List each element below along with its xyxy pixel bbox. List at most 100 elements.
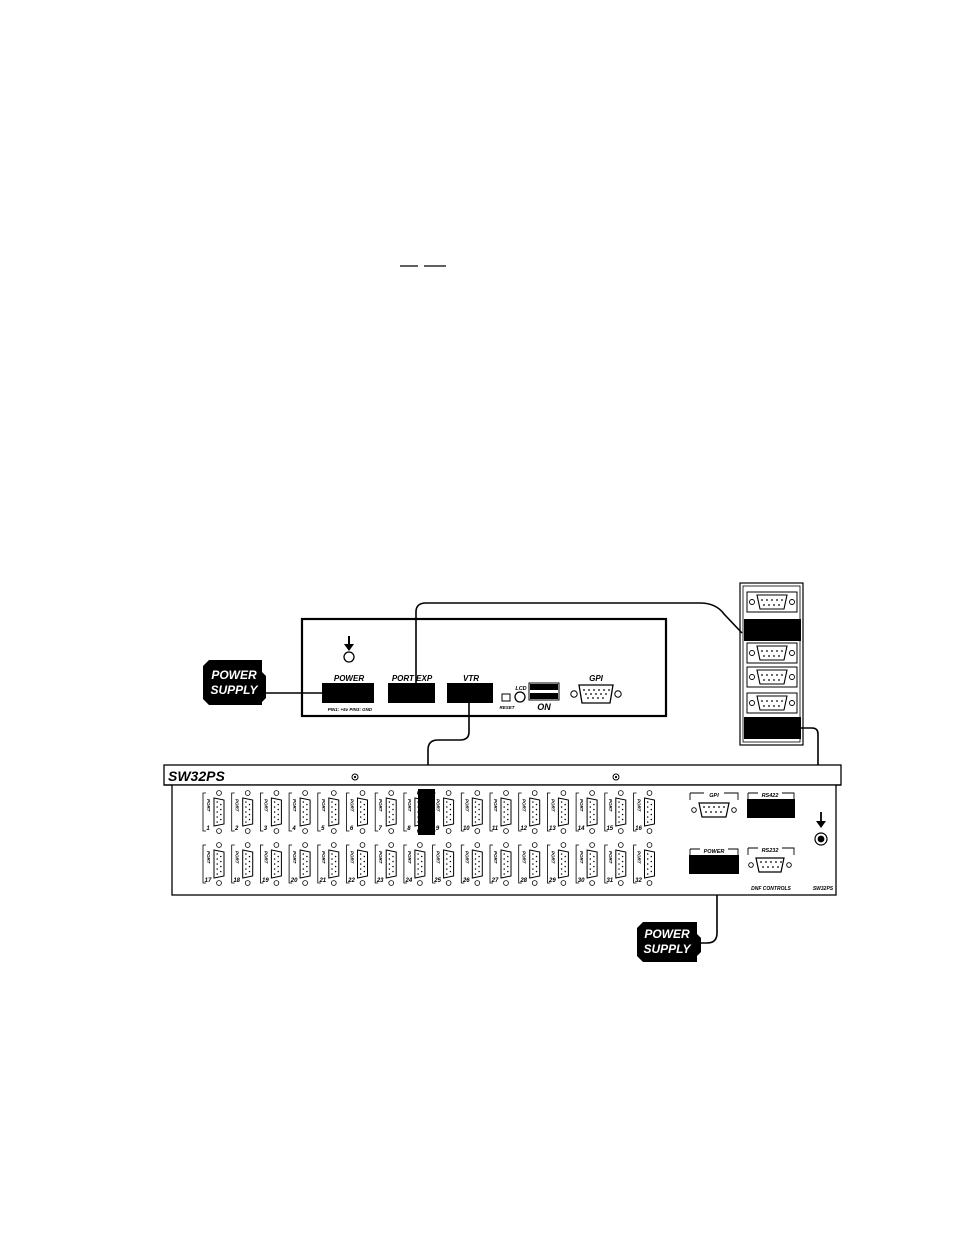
- switcher-ground-icon: [814, 812, 828, 846]
- panel-db9-connector-icon[interactable]: [746, 642, 798, 664]
- port-number-label: 16: [635, 826, 642, 832]
- port-number-label: 9: [436, 826, 440, 832]
- controller-vtr-label: VTR: [463, 674, 479, 683]
- port-expansion-panel: [739, 582, 804, 746]
- port-prefix-label: PORT: [321, 799, 326, 813]
- port-prefix-label: PORT: [350, 851, 355, 865]
- switcher-title: SW32PS: [168, 768, 225, 784]
- port-prefix-label: PORT: [637, 799, 642, 813]
- mount-screw-left: [351, 773, 359, 781]
- port-prefix-label: PORT: [263, 799, 268, 813]
- db15-connector-icon[interactable]: [570, 684, 622, 704]
- port-number-label: 4: [291, 826, 296, 832]
- panel-db9-connector-icon[interactable]: [746, 692, 798, 714]
- port-number-label: 14: [578, 826, 585, 832]
- port-16-connector[interactable]: PORT 16: [633, 790, 655, 834]
- port-prefix-label: PORT: [378, 799, 383, 813]
- panel-connector-plug-top[interactable]: [744, 619, 801, 641]
- controller-reset-label: RESET: [499, 705, 515, 710]
- port-prefix-label: PORT: [522, 851, 527, 865]
- reset-button-icon[interactable]: [501, 693, 511, 702]
- port-prefix-label: PORT: [464, 799, 469, 813]
- port-number-label: 6: [350, 826, 354, 832]
- port-prefix-label: PORT: [436, 851, 441, 865]
- port-prefix-label: PORT: [608, 851, 613, 865]
- port-number-label: 31: [606, 878, 613, 884]
- switcher-power-label: POWER: [704, 849, 725, 855]
- switcher-rs422-label: RS422: [762, 793, 779, 799]
- port-number-label: 15: [606, 826, 613, 832]
- port-prefix-label: PORT: [637, 851, 642, 865]
- port-prefix-label: PORT: [407, 799, 412, 813]
- switcher-gpi-connector[interactable]: [691, 802, 737, 818]
- controller-portexp-connector[interactable]: [388, 683, 435, 703]
- panel-db9-connector-icon[interactable]: [746, 591, 798, 613]
- port-31-connector[interactable]: PORT 31: [604, 842, 627, 886]
- port-prefix-label: PORT: [579, 799, 584, 813]
- controller-power-label: POWER: [334, 674, 364, 683]
- switcher-rs232-label: RS232: [762, 848, 779, 854]
- sw32ps-switcher: SW32PS PORT1PORT2PORT3PORT4PORT5PORT6POR…: [163, 764, 842, 896]
- controller-power-pins: PIN1: +5v PIN3: GND: [328, 707, 373, 712]
- port-28-connector[interactable]: PORT 28: [518, 842, 541, 886]
- port-number-label: 28: [519, 878, 527, 884]
- port-26-connector[interactable]: PORT 26: [460, 842, 483, 886]
- controller-power-connector[interactable]: [322, 683, 374, 703]
- port-number-label: 24: [405, 878, 413, 884]
- dip-switch-icon[interactable]: [528, 682, 560, 701]
- port-prefix-label: PORT: [292, 851, 297, 865]
- port-prefix-label: PORT: [321, 851, 326, 865]
- port-prefix-label: PORT: [522, 799, 527, 813]
- power-supply-bottom-line2: SUPPLY: [643, 942, 691, 956]
- port-number-label: 8: [407, 826, 411, 832]
- switcher-rs422-connector[interactable]: [747, 799, 795, 818]
- port-number-label: 23: [376, 878, 384, 884]
- controller-vtr-connector[interactable]: [447, 683, 493, 703]
- lcd-knob-icon[interactable]: [514, 691, 526, 703]
- led-icon: [343, 651, 355, 663]
- port-15-connector[interactable]: PORT 15: [604, 790, 627, 834]
- panel-connector-plug-bottom[interactable]: [744, 717, 801, 739]
- port-number-label: 26: [462, 878, 470, 884]
- port-8-plug[interactable]: [418, 789, 435, 835]
- switcher-brand: DNF CONTROLS: [751, 886, 791, 892]
- port-14-connector[interactable]: PORT 14: [575, 790, 598, 834]
- switcher-power-connector[interactable]: [689, 855, 739, 874]
- port-prefix-label: PORT: [608, 799, 613, 813]
- panel-db9-connector-icon[interactable]: [746, 666, 798, 688]
- port-number-label: 18: [233, 878, 240, 884]
- port-prefix-label: PORT: [263, 851, 268, 865]
- controller-on-label: ON: [537, 702, 551, 712]
- power-supply-left-line2: SUPPLY: [210, 683, 258, 697]
- switcher-rs232-connector[interactable]: [748, 857, 792, 873]
- port-prefix-label: PORT: [378, 851, 383, 865]
- port-number-label: 27: [491, 878, 499, 884]
- port-number-label: 30: [578, 878, 585, 884]
- port-23-connector[interactable]: PORT 23: [374, 842, 397, 886]
- port-prefix-label: PORT: [464, 851, 469, 865]
